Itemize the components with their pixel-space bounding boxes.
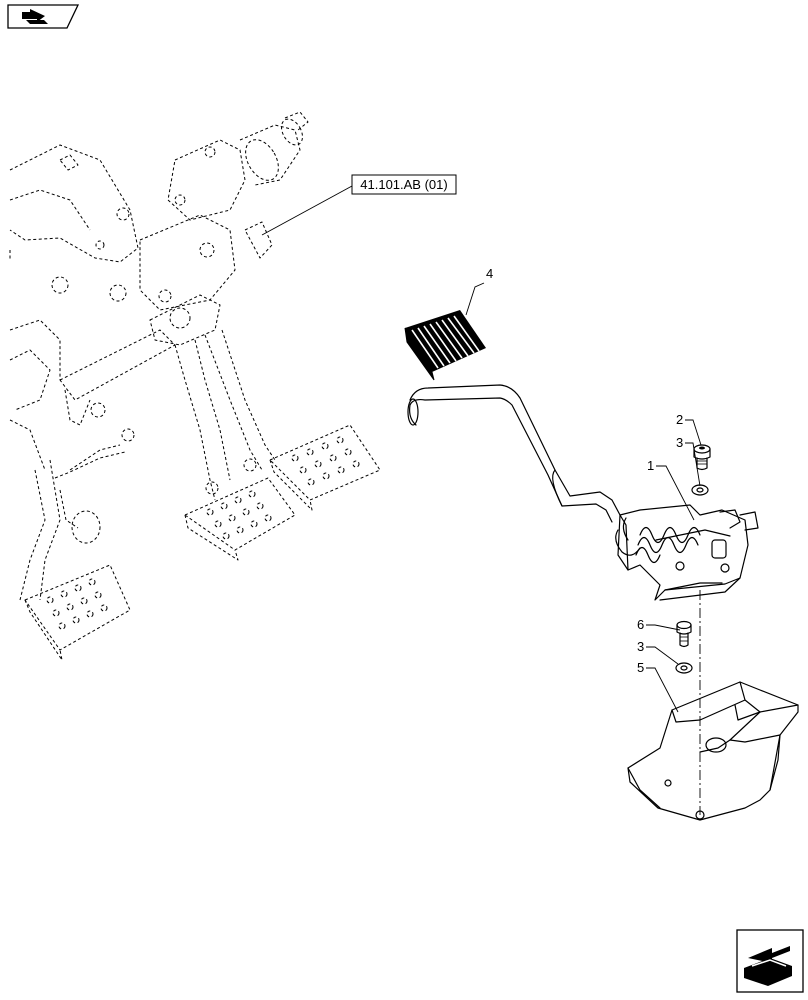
- brake-pedal-pad-1-ref: [184, 477, 296, 561]
- svg-text:6: 6: [637, 617, 644, 632]
- svg-text:1: 1: [647, 458, 654, 473]
- reference-label: 41.101.AB (01): [360, 177, 447, 192]
- callout-3-lower[interactable]: 3: [637, 639, 679, 665]
- pedal-assembly-background: [9, 111, 381, 661]
- navigate-next-icon[interactable]: [736, 929, 804, 993]
- pedal-rubber-pad: [404, 310, 486, 381]
- callout-5[interactable]: 5: [637, 660, 679, 713]
- accelerator-pedal-assembly: [407, 384, 759, 601]
- screw-lower: [676, 620, 692, 648]
- callout-3-upper[interactable]: 3: [676, 435, 701, 487]
- clutch-pedal-pad-ref: [24, 564, 131, 661]
- svg-text:3: 3: [676, 435, 683, 450]
- brake-pedal-pad-2-ref: [269, 424, 381, 511]
- reference-callout[interactable]: 41.101.AB (01): [261, 174, 457, 236]
- screw-upper: [693, 444, 711, 471]
- callout-2[interactable]: 2: [676, 412, 702, 446]
- washer-lower: [675, 662, 693, 674]
- svg-text:2: 2: [676, 412, 683, 427]
- svg-text:4: 4: [486, 266, 493, 281]
- svg-text:3: 3: [637, 639, 644, 654]
- navigate-previous-icon[interactable]: [7, 4, 80, 29]
- svg-text:5: 5: [637, 660, 644, 675]
- callout-1[interactable]: 1: [647, 458, 695, 521]
- callout-4[interactable]: 4: [465, 266, 493, 316]
- mounting-bracket: [627, 681, 799, 821]
- callout-6[interactable]: 6: [637, 617, 681, 632]
- washer-upper: [691, 484, 709, 496]
